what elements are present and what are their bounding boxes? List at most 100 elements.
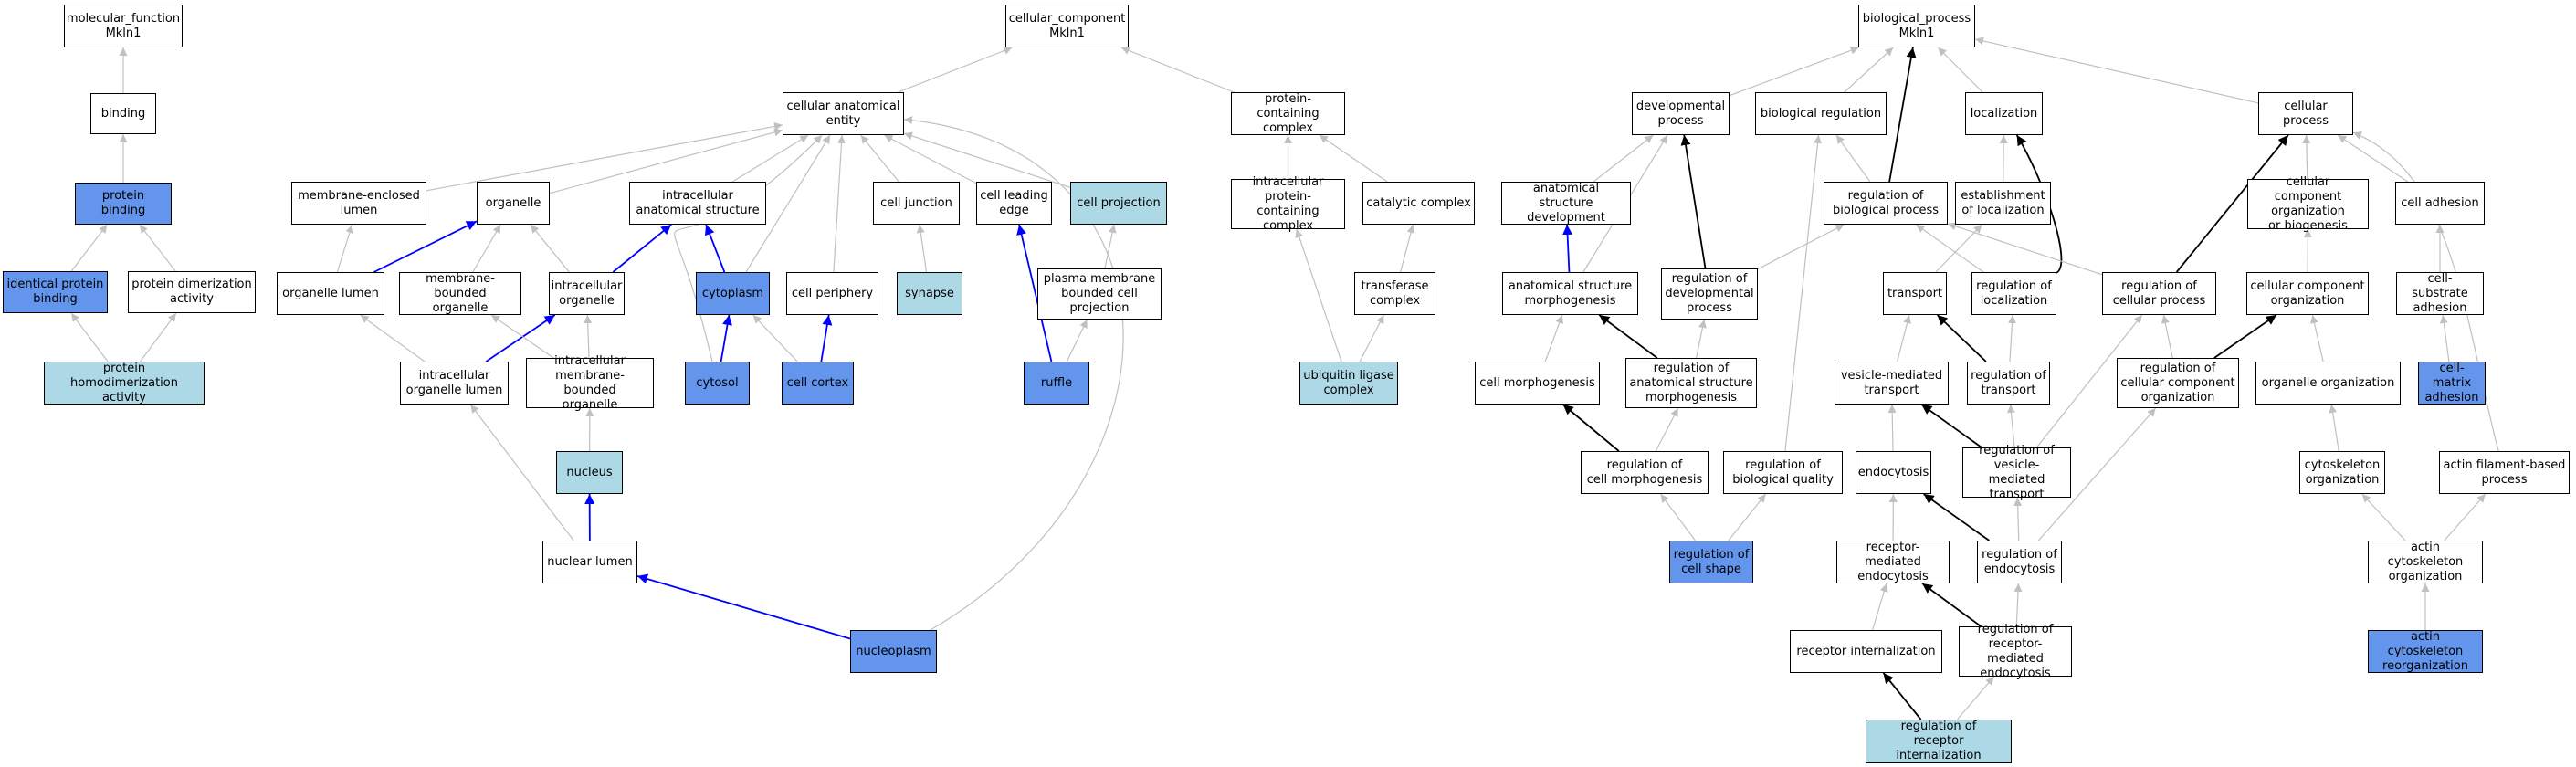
go-term-cell-substrate-adhesion[interactable]: cell-substrate adhesion	[2396, 272, 2484, 315]
edge-part-of	[704, 224, 726, 273]
go-term-binding[interactable]: binding	[90, 93, 156, 134]
go-term-ubiquitin-ligase-complex[interactable]: ubiquitin ligase complex	[1299, 362, 1398, 405]
go-term-localization[interactable]: localization	[1965, 92, 2043, 135]
edge-is-a	[731, 134, 809, 183]
edge-is-a	[898, 47, 1013, 93]
go-term-intracellular-organelle[interactable]: intracellular organelle	[549, 272, 625, 315]
go-term-actin-filament-based-process[interactable]: actin filament-based process	[2439, 451, 2570, 494]
go-term-organelle-lumen[interactable]: organelle lumen	[277, 272, 384, 315]
edge-is-a	[1120, 47, 1235, 93]
edge-is-a	[1696, 319, 1707, 359]
go-term-transport[interactable]: transport	[1883, 272, 1947, 315]
edge-is-a	[1359, 314, 1384, 362]
edge-is-a	[1544, 314, 1563, 362]
edge-is-a	[1999, 134, 2008, 183]
edge-is-a	[1784, 134, 1823, 452]
go-term-protein-containing-complex[interactable]: protein-containing complex	[1231, 92, 1345, 135]
go-term-cellular-process[interactable]: cellular process	[2258, 92, 2353, 135]
go-term-synapse[interactable]: synapse	[897, 272, 962, 315]
go-term-regulation-of-localization[interactable]: regulation of localization	[1971, 272, 2056, 315]
go-term-endocytosis[interactable]: endocytosis	[1856, 451, 1931, 494]
edge-is-a	[584, 314, 593, 359]
go-term-regulation-of-cellular-process[interactable]: regulation of cellular process	[2102, 272, 2216, 315]
go-term-developmental-process[interactable]: developmental process	[1632, 92, 1730, 135]
go-term-protein-dimerization-activity[interactable]: protein dimerization activity	[128, 271, 256, 313]
go-term-actin-cytoskeleton-reorganization[interactable]: actin cytoskeleton reorganization	[2368, 630, 2483, 673]
go-term-anatomical-structure-development[interactable]: anatomical structure development	[1501, 182, 1631, 225]
go-term-transferase-complex[interactable]: transferase complex	[1354, 272, 1435, 315]
go-term-molecular-function-root[interactable]: molecular_function Mkln1	[64, 5, 183, 47]
go-term-regulation-of-anatomical-structure-morphogenesis[interactable]: regulation of anatomical structure morph…	[1625, 358, 1757, 408]
go-term-plasma-membrane-bounded-cell-projection[interactable]: plasma membrane bounded cell projection	[1037, 268, 1162, 320]
go-term-nucleoplasm[interactable]: nucleoplasm	[850, 630, 937, 673]
edge-part-of	[1016, 224, 1053, 362]
edge-regulates	[2213, 314, 2277, 359]
go-term-membrane-enclosed-lumen[interactable]: membrane-enclosed lumen	[291, 182, 426, 225]
go-term-cellular-anatomical-entity[interactable]: cellular anatomical entity	[783, 92, 904, 135]
go-term-regulation-of-biological-process[interactable]: regulation of biological process	[1824, 182, 1948, 225]
go-term-regulation-of-transport[interactable]: regulation of transport	[1967, 362, 2050, 405]
go-term-actin-cytoskeleton-organization[interactable]: actin cytoskeleton organization	[2368, 541, 2483, 583]
go-term-regulation-of-receptor-internalization[interactable]: regulation of receptor internalization	[1866, 720, 2012, 763]
go-term-regulation-of-vesicle-mediated-transport[interactable]: regulation of vesicle-mediated transport	[1962, 444, 2071, 501]
go-term-cell-morphogenesis[interactable]: cell morphogenesis	[1475, 362, 1600, 405]
go-term-cytosol[interactable]: cytosol	[685, 362, 750, 405]
go-term-biological-process-root[interactable]: biological_process Mkln1	[1858, 5, 1975, 47]
go-term-cellular-component-organization[interactable]: cellular component organization	[2246, 272, 2369, 315]
go-term-regulation-of-endocytosis[interactable]: regulation of endocytosis	[1977, 541, 2062, 583]
go-term-regulation-of-developmental-process[interactable]: regulation of developmental process	[1661, 268, 1758, 320]
go-term-regulation-of-cell-shape[interactable]: regulation of cell shape	[1669, 541, 1753, 583]
go-term-cellular-component-organization-or-biogenesis[interactable]: cellular component organization or bioge…	[2247, 175, 2369, 233]
edge-is-a	[1937, 47, 1983, 93]
go-term-ruffle[interactable]: ruffle	[1024, 362, 1089, 405]
edge-is-a	[903, 116, 1124, 631]
go-term-establishment-of-localization[interactable]: establishment of localization	[1955, 182, 2051, 225]
go-term-cell-adhesion[interactable]: cell adhesion	[2395, 182, 2485, 225]
go-term-cell-projection[interactable]: cell projection	[1070, 182, 1167, 225]
go-term-cell-leading-edge[interactable]: cell leading edge	[976, 182, 1052, 225]
go-term-nuclear-lumen[interactable]: nuclear lumen	[542, 541, 637, 583]
go-term-identical-protein-binding[interactable]: identical protein binding	[3, 271, 108, 313]
edge-is-a	[2013, 583, 2023, 627]
go-term-organelle-organization[interactable]: organelle organization	[2255, 362, 2401, 405]
go-term-regulation-of-receptor-mediated-endocytosis[interactable]: regulation of receptor-mediated endocyto…	[1959, 623, 2072, 680]
go-term-regulation-of-cell-morphogenesis[interactable]: regulation of cell morphogenesis	[1581, 451, 1709, 494]
go-term-cytoplasm[interactable]: cytoplasm	[696, 272, 770, 315]
go-term-cell-periphery[interactable]: cell periphery	[786, 272, 878, 315]
edge-is-a	[549, 128, 783, 194]
edge-is-a	[2337, 134, 2409, 183]
go-term-cell-cortex[interactable]: cell cortex	[782, 362, 854, 405]
go-term-cell-matrix-adhesion[interactable]: cell-matrix adhesion	[2418, 362, 2486, 405]
edge-is-a	[70, 312, 109, 362]
go-term-cellular-component-root[interactable]: cellular_component Mkln1	[1005, 5, 1129, 47]
go-term-vesicle-mediated-transport[interactable]: vesicle-mediated transport	[1835, 362, 1949, 405]
edge-is-a	[1295, 228, 1342, 362]
edge-is-a	[1935, 224, 1983, 273]
go-term-receptor-mediated-endocytosis[interactable]: receptor-mediated endocytosis	[1836, 541, 1950, 583]
edge-is-a	[860, 134, 899, 183]
go-term-anatomical-structure-morphogenesis[interactable]: anatomical structure morphogenesis	[1502, 272, 1638, 315]
go-term-regulation-of-biological-quality[interactable]: regulation of biological quality	[1723, 451, 1843, 494]
go-term-intracellular-organelle-lumen[interactable]: intracellular organelle lumen	[400, 362, 509, 405]
go-term-nucleus[interactable]: nucleus	[556, 451, 623, 494]
edge-regulates	[1888, 47, 1917, 183]
go-term-cell-junction[interactable]: cell junction	[873, 182, 960, 225]
go-term-regulation-of-cellular-component-organization[interactable]: regulation of cellular component organiz…	[2117, 358, 2239, 408]
go-term-membrane-bounded-organelle[interactable]: membrane-bounded organelle	[399, 272, 521, 315]
go-term-intracellular-anatomical-structure[interactable]: intracellular anatomical structure	[629, 182, 766, 225]
go-term-catalytic-complex[interactable]: catalytic complex	[1362, 182, 1475, 225]
go-term-intracellular-membrane-bounded-organelle[interactable]: intracellular membrane-bounded organelle	[526, 354, 654, 412]
edge-is-a	[903, 131, 1071, 188]
edge-is-a	[530, 224, 570, 273]
edge-is-a	[674, 134, 823, 362]
go-term-cytoskeleton-organization[interactable]: cytoskeleton organization	[2299, 451, 2385, 494]
go-term-receptor-internalization[interactable]: receptor internalization	[1790, 630, 1942, 673]
go-term-protein-binding[interactable]: protein binding	[75, 183, 172, 225]
go-term-intracellular-protein-containing-complex[interactable]: intracellular protein-containing complex	[1231, 175, 1345, 233]
go-term-protein-homodimerization-activity[interactable]: protein homodimerization activity	[44, 362, 205, 405]
edge-is-a	[1104, 224, 1117, 269]
edge-is-a	[2302, 134, 2311, 180]
go-term-biological-regulation[interactable]: biological regulation	[1755, 92, 1887, 135]
go-term-organelle[interactable]: organelle	[477, 182, 550, 225]
edge-is-a	[2161, 314, 2173, 359]
